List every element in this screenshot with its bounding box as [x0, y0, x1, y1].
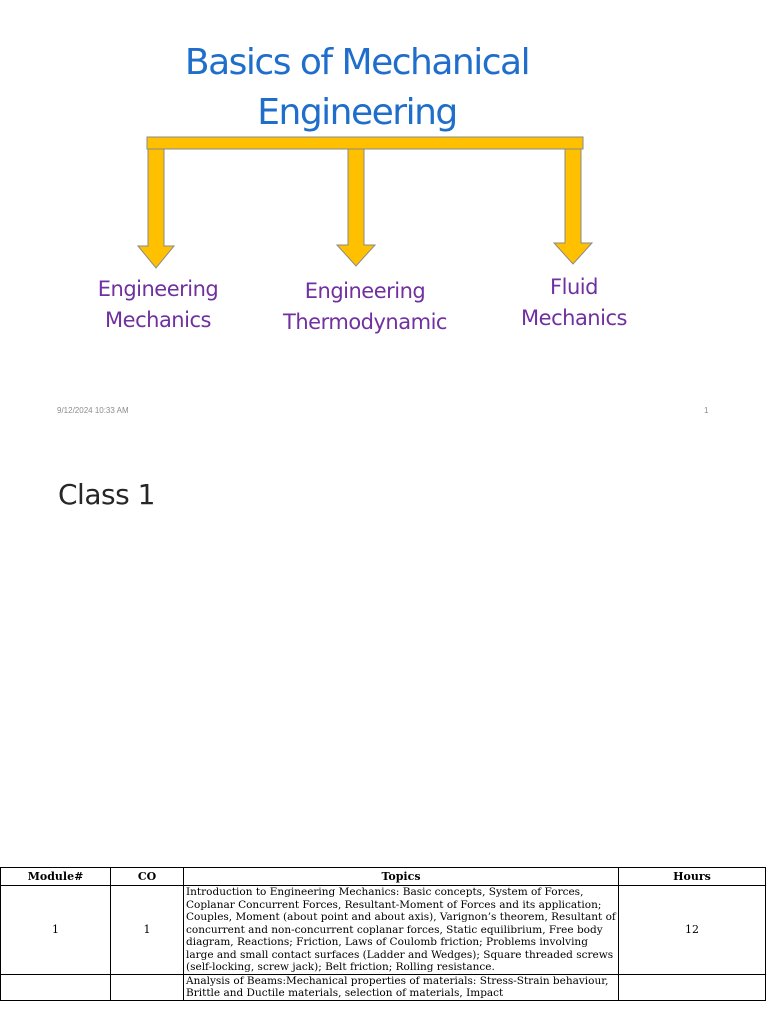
module-cell: 1	[0, 885, 111, 975]
branch-line-1: Engineering	[97, 277, 219, 301]
topics-cell: Analysis of Beams:Mechanical properties …	[183, 973, 619, 1001]
title-line-2: Engineering	[257, 92, 458, 133]
module-cell	[0, 973, 111, 1001]
connector-bar	[146, 136, 584, 150]
branch-engineering-mechanics: Engineering Mechanics	[76, 274, 240, 336]
slide-title: Basics of Mechanical Engineering	[96, 38, 618, 138]
branch-line-2: Mechanics	[105, 308, 211, 332]
header-topics: Topics	[183, 867, 619, 886]
table-row: 1 1 Introduction to Engineering Mechanic…	[0, 885, 766, 975]
table-row: Analysis of Beams:Mechanical properties …	[0, 973, 766, 1001]
slide-footer-date: 9/12/2024 10:33 AM	[57, 406, 129, 415]
branch-line-1: Fluid	[550, 275, 598, 299]
arrow-engineering-mechanics	[136, 148, 176, 269]
branch-arrows-diagram	[136, 136, 594, 269]
branch-engineering-thermodynamic: Engineering Thermodynamic	[262, 276, 468, 338]
co-cell: 1	[110, 885, 184, 975]
title-line-1: Basics of Mechanical	[184, 42, 531, 83]
syllabus-table: Module# CO Topics Hours 1 1 Introduction…	[0, 867, 766, 1001]
branch-line-2: Thermodynamic	[283, 310, 447, 334]
branch-fluid-mechanics: Fluid Mechanics	[496, 272, 652, 334]
slide-page-number: 1	[704, 406, 709, 415]
class-title: Class 1	[58, 478, 155, 511]
header-module: Module#	[0, 867, 111, 886]
hours-cell	[618, 973, 766, 1001]
arrow-engineering-thermodynamic	[335, 148, 377, 267]
header-co: CO	[110, 867, 184, 886]
branch-line-1: Engineering	[304, 279, 426, 303]
co-cell	[110, 973, 184, 1001]
hours-cell: 12	[618, 885, 766, 975]
arrow-fluid-mechanics	[552, 148, 594, 265]
table-header-row: Module# CO Topics Hours	[0, 867, 766, 886]
slide-1: Basics of Mechanical Engineering Enginee…	[0, 0, 768, 430]
branch-line-2: Mechanics	[521, 306, 627, 330]
header-hours: Hours	[618, 867, 766, 886]
topics-cell: Introduction to Engineering Mechanics: B…	[183, 885, 619, 975]
